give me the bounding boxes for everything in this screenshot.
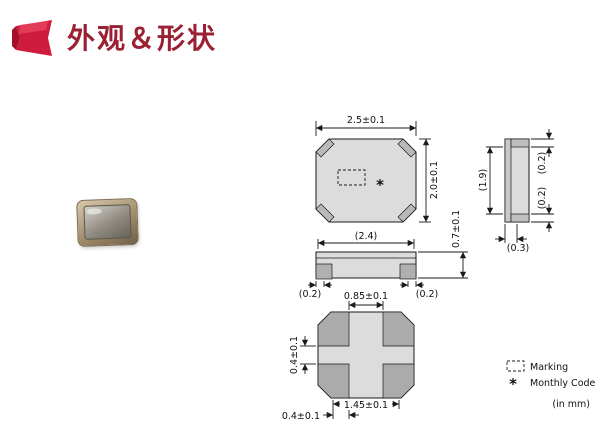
- marking-legend-box: [506, 360, 525, 372]
- monthly-code-asterisk: *: [376, 176, 384, 194]
- top-width-dimension: 2.5±0.1: [347, 115, 385, 126]
- bottom-pad-vertical-gap-dimension: 0.4±0.1: [289, 336, 300, 374]
- front-width-dimension: (2.4): [355, 231, 378, 242]
- monthly-code-legend-label: Monthly Code: [530, 378, 596, 389]
- marking-legend-label: Marking: [530, 362, 568, 373]
- front-left-terminal-dimension: (0.2): [299, 289, 322, 300]
- monthly-code-legend-asterisk: *: [509, 375, 517, 393]
- units-note: (in mm): [552, 399, 590, 410]
- bottom-pad-pitch-dimension: 1.45±0.1: [344, 400, 388, 411]
- front-right-terminal-dimension: (0.2): [416, 289, 439, 300]
- page-title: 外观＆形状: [67, 22, 218, 55]
- side-view: (1.9) (0.2) (0.2) (0.3): [478, 129, 554, 254]
- bottom-view: 0.85±0.1 0.4±0.1 1.45±0.1 0.4±0.1: [282, 291, 415, 422]
- side-top-terminal-dimension: (0.2): [537, 152, 548, 175]
- side-bottom-terminal-dimension: (0.2): [537, 187, 548, 210]
- top-height-dimension: 2.0±0.1: [429, 161, 440, 199]
- marking-area-box: [337, 169, 366, 186]
- section-header: 外观＆形状: [10, 16, 217, 62]
- bottom-pad-gap-dimension: 0.85±0.1: [344, 291, 388, 302]
- section-ribbon-icon: [12, 20, 52, 56]
- side-inner-height-dimension: (1.9): [478, 169, 489, 192]
- side-terminal-width-dimension: (0.3): [507, 243, 530, 254]
- top-view: * 2.5±0.1 2.0±0.1: [315, 115, 440, 223]
- front-view: (2.4) 0.7±0.1 (0.2) (0.2): [299, 210, 468, 300]
- drawing-legend: Marking * Monthly Code (in mm): [506, 360, 596, 410]
- bottom-pad-width-dimension: 0.4±0.1: [282, 411, 320, 422]
- front-thickness-dimension: 0.7±0.1: [451, 210, 462, 248]
